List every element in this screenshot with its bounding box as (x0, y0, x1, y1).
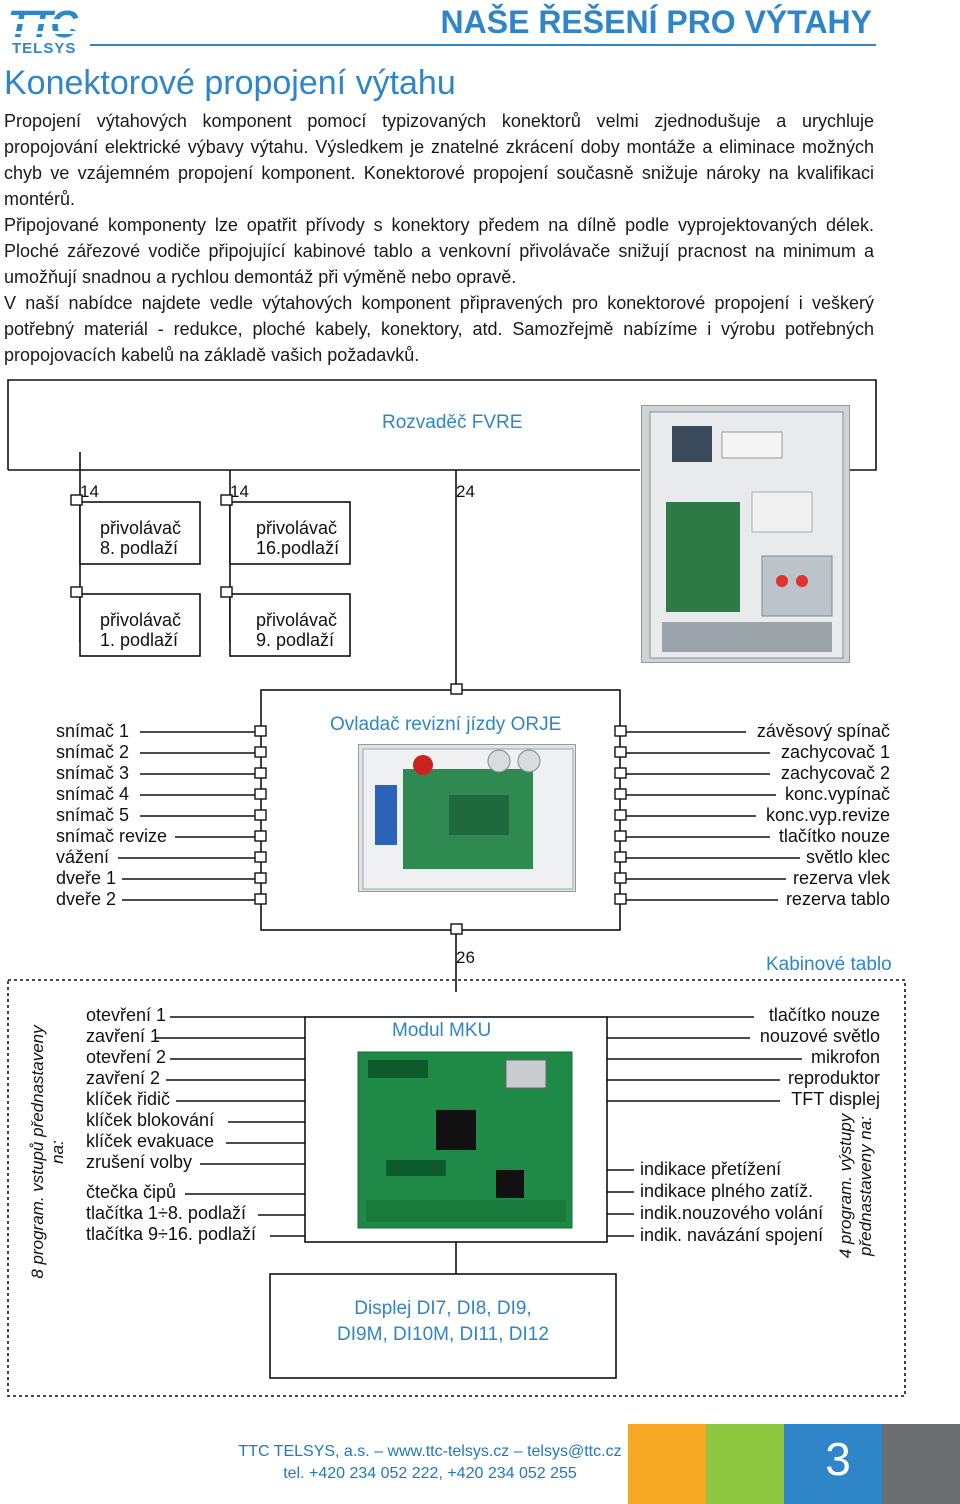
orje-input-label: snímač 1 (56, 721, 130, 741)
connector-count: 14 (80, 482, 99, 501)
orje-output-label: světlo klec (805, 847, 890, 867)
connector-count: 14 (230, 482, 249, 501)
fvre-cabinet-photo (641, 405, 850, 663)
orje-controller-photo (358, 744, 576, 892)
footer-decoration (628, 1424, 960, 1504)
mku-input-label: klíček řidič (86, 1089, 171, 1109)
mku-input-label: tlačítka 9÷16. podlaží (86, 1224, 256, 1244)
kabinove-tablo-label: Kabinové tablo (766, 954, 892, 975)
footer-contact: TTC TELSYS, a.s. – www.ttc-telsys.cz – t… (238, 1443, 622, 1460)
mku-output-label: indikace plného zatíž. (640, 1181, 814, 1201)
board-illustration (357, 1051, 573, 1229)
call-button-9: přivolávač 9. podlaží (256, 610, 338, 650)
connector-pad (70, 494, 83, 506)
logo-stripe (10, 31, 84, 34)
orje-input-label: snímač 4 (56, 784, 130, 804)
logo-telsys: TELSYS (12, 40, 77, 57)
body-paragraph: Připojované komponenty lze opatřit přívo… (4, 215, 874, 287)
footer-tile (784, 1424, 882, 1504)
controller-illustration (362, 748, 574, 890)
mku-input-label: zavření 2 (86, 1068, 161, 1088)
connector-pad (220, 586, 233, 598)
orje-output-label: konc.vyp.revize (765, 805, 890, 825)
footer-tile (628, 1424, 706, 1504)
mku-output-label: mikrofon (810, 1047, 880, 1067)
diagram-lines (7, 379, 906, 1397)
logo-ttc: TTC (8, 4, 78, 46)
mku-input-label: klíček evakuace (86, 1131, 215, 1151)
orje-output-label: závěsový spínač (756, 721, 890, 741)
call-button-8: přivolávač 8. podlaží (100, 518, 182, 558)
display-label-line2: DI9M, DI10M, DI11, DI12 (337, 1324, 549, 1345)
orje-input-label: dveře 1 (56, 868, 117, 888)
mku-module-photo (356, 1050, 574, 1230)
mku-input-label: klíček blokování (86, 1110, 215, 1130)
mku-input-label: otevření 2 (86, 1047, 167, 1067)
header-divider (90, 44, 876, 46)
mku-output-label: nouzové světlo (759, 1026, 880, 1046)
orje-output-label: zachycovač 1 (780, 742, 890, 762)
mku-output-label: TFT displej (791, 1089, 880, 1109)
orje-left-wires (118, 731, 261, 901)
intro-paragraph: Propojení výtahových komponent pomocí ty… (4, 111, 874, 209)
mku-input-label: zrušení volby (86, 1152, 193, 1172)
orje-input-label: snímač 2 (56, 742, 130, 762)
display-label-line1: Displej DI7, DI8, DI9, (354, 1298, 532, 1319)
page-number: 3 (825, 1433, 851, 1485)
page-title: Konektorové propojení výtahu (4, 64, 456, 102)
mku-output-label: indikace přetížení (640, 1159, 782, 1179)
orje-output-label: zachycovač 2 (780, 763, 890, 783)
header-title: NAŠE ŘEŠENÍ PRO VÝTAHY (440, 4, 872, 40)
mku-outputs-caption: 4 program. výstupy přednastaveny na: (836, 1113, 875, 1259)
connector-pad (220, 494, 233, 506)
body-paragraph: V naší nabídce najdete vedle výtahových … (4, 293, 874, 365)
orje-output-label: rezerva vlek (792, 868, 890, 888)
mku-output-label: indik. navázání spojení (640, 1225, 824, 1245)
call-button-16: přivolávač 16.podlaží (256, 518, 340, 558)
logo-stripe (10, 19, 84, 24)
connector-pad (70, 586, 83, 598)
mku-input-label: čtečka čipů (86, 1182, 177, 1202)
call-button-1: přivolávač 1. podlaží (100, 610, 182, 650)
orje-input-label: snímač revize (56, 826, 168, 846)
orje-input-label: dveře 2 (56, 889, 117, 909)
fvre-label: Rozvaděč FVRE (382, 412, 523, 433)
connection-diagram: Rozvaděč FVRE 14 14 24 přivolávač 8. pod… (0, 372, 960, 1402)
orje-output-label: tlačítko nouze (778, 826, 890, 846)
mku-input-label: otevření 1 (86, 1005, 167, 1025)
mku-input-label: zavření 1 (86, 1026, 161, 1046)
mku-output-label: indik.nouzového volání (640, 1203, 824, 1223)
mku-label: Modul MKU (392, 1020, 492, 1041)
footer-tile (706, 1424, 784, 1504)
cabinet-illustration (649, 411, 844, 659)
mku-output-label: tlačítko nouze (768, 1005, 880, 1025)
orje-input-label: snímač 3 (56, 763, 130, 783)
footer-tile (882, 1424, 960, 1504)
orje-label: Ovladač revizní jízdy ORJE (330, 714, 562, 735)
orje-input-label: vážení (56, 847, 110, 867)
connector-count: 26 (456, 948, 475, 967)
footer-phone: tel. +420 234 052 222, +420 234 052 255 (283, 1465, 577, 1482)
orje-input-label: snímač 5 (56, 805, 130, 825)
mku-input-label: tlačítka 1÷8. podlaží (86, 1203, 246, 1223)
orje-output-label: konc.vypínač (784, 784, 890, 804)
company-logo: TTC TELSYS (4, 2, 88, 58)
connector-count: 24 (456, 482, 475, 501)
mku-output-label: reproduktor (787, 1068, 880, 1088)
mku-inputs-caption: 8 program. vstupů přednastaveny na: (28, 1025, 67, 1279)
orje-output-label: rezerva tablo (785, 889, 890, 909)
